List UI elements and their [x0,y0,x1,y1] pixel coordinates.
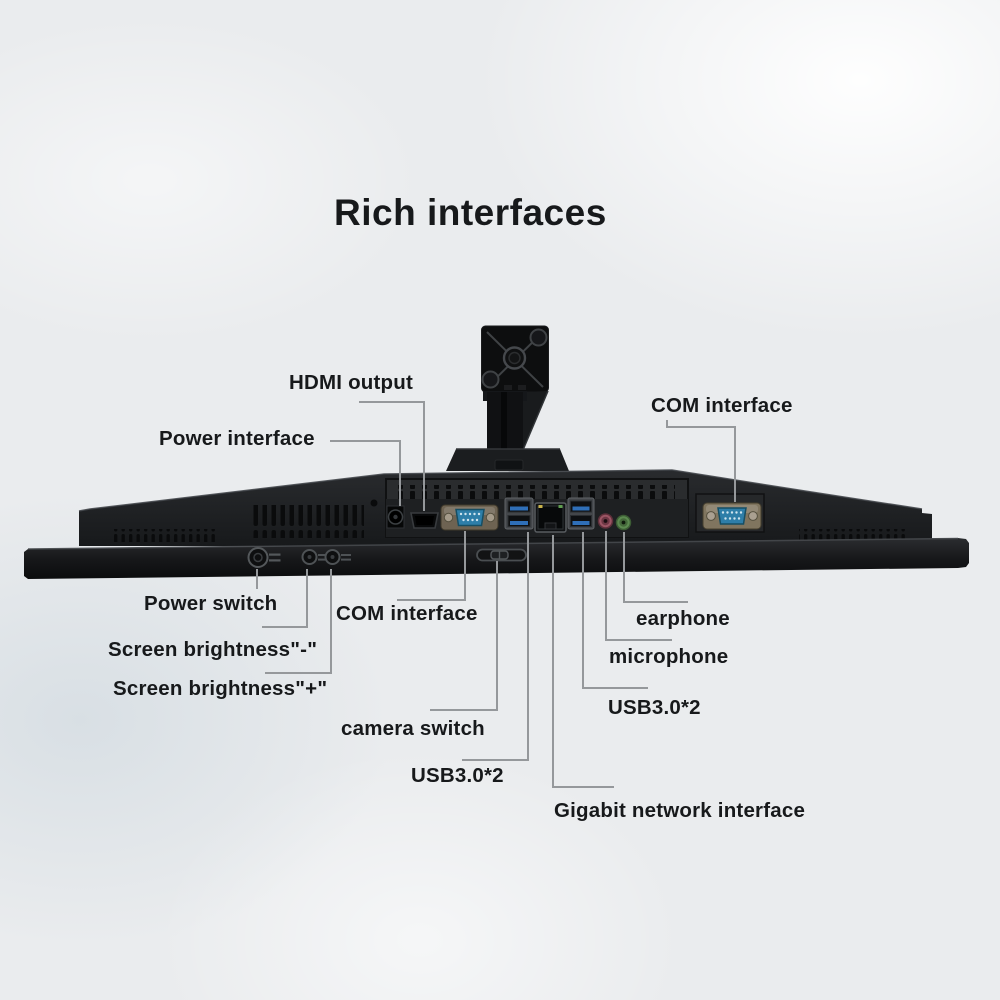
leader-com-top [666,420,736,502]
label-hdmi-output: HDMI output [289,371,414,394]
label-earphone: earphone [636,607,730,630]
label-com-interface-top: COM interface [651,394,793,417]
label-power-interface: Power interface [159,427,315,450]
leader-com-bottom [397,531,466,601]
hdmi-port [410,512,439,529]
screw-hole-left [370,499,378,507]
leader-camera-switch [430,561,498,711]
power-button [247,547,281,568]
usb3-ports-left [504,497,534,530]
com-port-right [702,502,762,530]
leader-microphone [605,531,672,641]
leader-brightness-plus [265,569,332,674]
earphone-jack [615,514,632,531]
usb3-ports-right [567,497,595,530]
label-usb-right: USB3.0*2 [608,696,701,719]
label-camera-switch: camera switch [341,717,485,740]
front-bezel [24,537,969,579]
page-title: Rich interfaces [334,192,607,233]
leader-gigabit [552,535,614,788]
microphone-jack [597,513,614,529]
brightness-plus-button [324,549,351,565]
leader-usb-left [462,532,529,761]
brightness-minus-button [301,549,328,565]
dc-power-port [386,505,405,529]
label-brightness-plus: Screen brightness"+" [113,677,328,700]
com-port-center [440,504,499,531]
label-microphone: microphone [609,645,729,668]
leader-hdmi-output [359,401,425,511]
label-com-interface-bottom: COM interface [336,602,478,625]
ports [386,497,762,533]
label-gigabit: Gigabit network interface [554,799,806,822]
label-power-switch: Power switch [144,592,278,615]
label-brightness-minus: Screen brightness"-" [108,638,318,661]
vent-slits-center [393,485,675,499]
leader-earphone [623,532,688,603]
vent-slits-left [252,505,364,538]
label-usb-left: USB3.0*2 [411,764,504,787]
leader-lines [256,401,736,788]
leader-power-interface [330,440,401,506]
leader-usb-right [582,532,648,689]
camera-switch-slider [476,548,527,562]
vent-slits-far-left [113,529,215,542]
ethernet-port [534,502,567,533]
monitor-stand [446,325,569,471]
leader-brightness-minus [262,569,308,628]
